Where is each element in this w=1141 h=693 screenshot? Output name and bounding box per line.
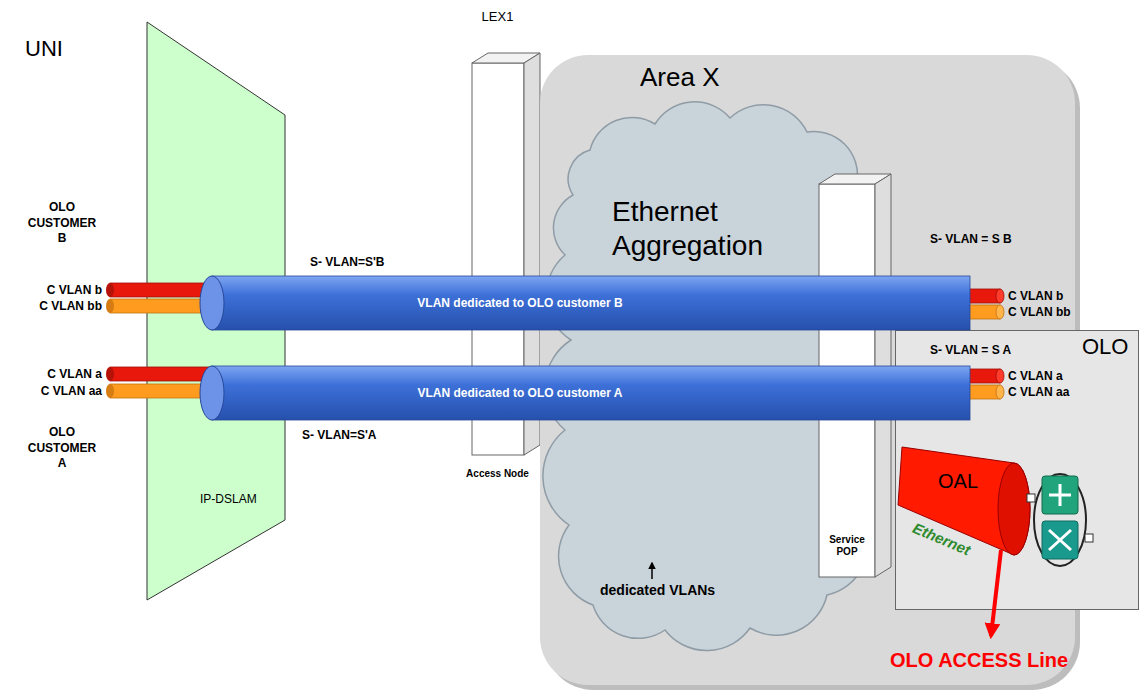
node-label: Area X [640,62,720,93]
text-holder: Service POP [819,534,875,558]
node-label: Access Node [440,468,555,480]
node-label: LEX1 [440,9,555,25]
svlan-label: S- VLAN=S'A [302,428,377,442]
vlan-stub-end [996,385,1004,399]
vlan-stub-end [996,369,1004,383]
access-line-arrow [991,550,1001,636]
vlan-stub-end [106,299,114,313]
vlan-stub [955,289,1000,303]
vlan-label: C VLAN aa [28,384,102,398]
vlan-label: C VLAN aa [1008,385,1069,399]
tube-body [212,276,970,330]
text-holder: C VLAN a [28,367,102,381]
vlan-label: C VLAN a [1008,369,1063,383]
text-holder: OLO ACCESS Line [890,648,1068,672]
text-holder: C VLAN aa [1008,385,1069,399]
vlan-stub-end [106,384,114,398]
customer-label: OLO CUSTOMER B [24,200,100,247]
text-holder: Access Node [440,468,555,480]
text-holder: S- VLAN=S'B [310,255,385,269]
text-holder: Area X [640,62,720,93]
text-holder: VLAN dedicated to OLO customer A [350,386,690,400]
vlan-stub [110,367,212,381]
node-label: OAL [938,469,978,493]
port-square [1085,534,1093,542]
router-arrows [1049,484,1071,506]
text-holder: dedicated VLANs [600,582,715,599]
vlan-stub-end [106,367,114,381]
text-holder: OLO [1082,334,1128,360]
router-block [1042,476,1078,514]
text-holder: S- VLAN = S B [930,232,1012,246]
vlan-label: C VLAN a [28,367,102,381]
node-label: VLAN dedicated to OLO customer B [350,296,690,310]
text-holder: OLO CUSTOMER B [24,200,100,247]
text-holder: C VLAN bb [1008,305,1071,319]
text-holder: C VLAN b [1008,289,1063,303]
vlan-stub [955,305,1000,319]
text-holder: LEX1 [440,9,555,25]
switch-block [1042,521,1078,559]
loop-line [1034,474,1086,566]
vlan-label: C VLAN b [28,283,102,297]
vlan-label: C VLAN bb [28,299,102,313]
svlan-label: S- VLAN=S'B [310,255,385,269]
text-holder: C VLAN bb [28,299,102,313]
vlan-stub-end [106,283,114,297]
text-holder: OLO CUSTOMER A [24,425,100,472]
text-holder: C VLAN a [1008,369,1063,383]
access-line-label: OLO ACCESS Line [890,648,1068,672]
text-holder: OAL [938,469,978,493]
vlan-stub-end [996,289,1004,303]
switch-arrows [1049,530,1071,550]
vlan-label: C VLAN bb [1008,305,1071,319]
text-holder: S- VLAN = S A [930,343,1011,357]
pointer-arrow [651,563,653,579]
vlan-stub [110,283,212,297]
port-square [1027,494,1035,502]
customer-vlan-stubs-left [106,283,212,398]
vlan-stub [955,385,1000,399]
vlan-stub [955,369,1000,383]
vlan-tube: VLAN dedicated to OLO customer A [200,366,970,420]
text-holder: C VLAN b [28,283,102,297]
vlan-tube: VLAN dedicated to OLO customer B [200,276,970,330]
text-holder: Ethernet [910,519,973,559]
text-holder: S- VLAN=S'A [302,428,377,442]
node-label: IP-DSLAM [200,492,257,506]
customer-label: OLO CUSTOMER A [24,425,100,472]
text-holder: UNI [25,36,63,62]
vlan-stub [110,384,212,398]
node-label: VLAN dedicated to OLO customer A [350,386,690,400]
router-switch-icon [1027,474,1093,566]
text-holder: IP-DSLAM [200,492,257,506]
node-label: Ethernet Aggregation [612,195,812,262]
oal-end [998,463,1030,555]
node-label: Service POP [819,534,875,558]
vlan-label: C VLAN b [1008,289,1063,303]
interface-label: UNI [25,36,63,62]
tube-end [200,276,224,330]
link-type-label: Ethernet [910,519,973,559]
text-holder: Ethernet Aggregation [612,195,812,262]
svlan-label: S- VLAN = S B [930,232,1012,246]
tube-end [200,366,224,420]
note-label: dedicated VLANs [600,582,715,599]
node-label: OLO [1082,334,1128,360]
text-holder: VLAN dedicated to OLO customer B [350,296,690,310]
svlan-label: S- VLAN = S A [930,343,1011,357]
vlan-stub [110,299,212,313]
tube-body [212,366,970,420]
vlan-stub-end [996,305,1004,319]
text-holder: C VLAN aa [28,384,102,398]
